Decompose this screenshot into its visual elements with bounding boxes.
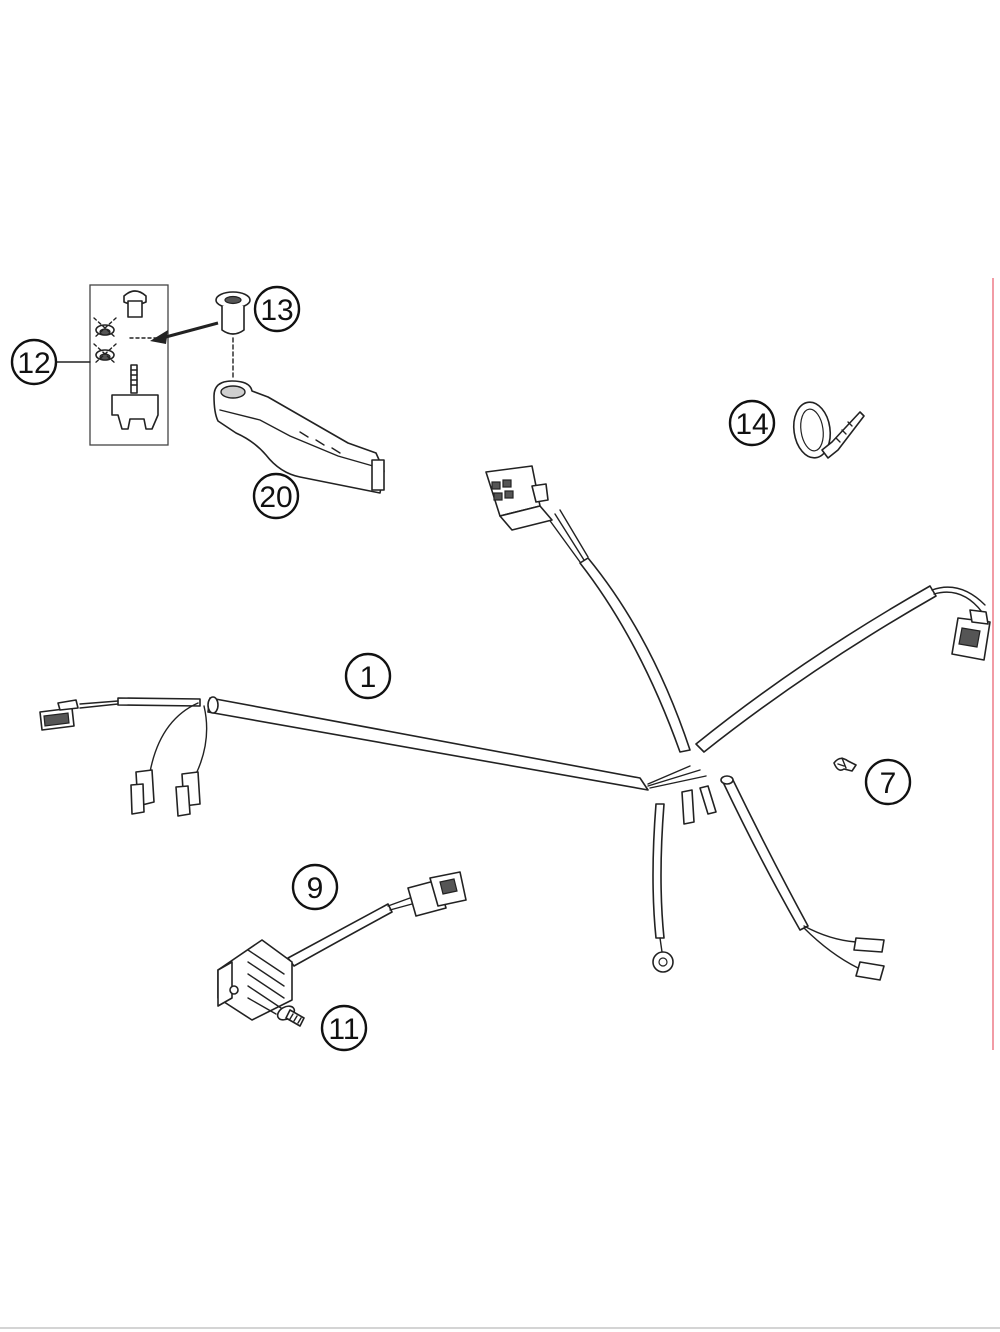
part-7-clip xyxy=(833,757,857,772)
svg-text:7: 7 xyxy=(880,767,897,800)
part-9-regulator xyxy=(217,871,467,1021)
svg-text:1: 1 xyxy=(360,661,377,694)
svg-text:9: 9 xyxy=(307,872,324,905)
part-14-cable-tie xyxy=(792,401,865,459)
callout-11[interactable]: 11 xyxy=(320,1004,368,1052)
callout-1[interactable]: 1 xyxy=(344,652,392,700)
svg-text:12: 12 xyxy=(17,347,50,380)
callout-14[interactable]: 14 xyxy=(728,399,776,447)
svg-text:20: 20 xyxy=(259,481,292,514)
callout-7[interactable]: 7 xyxy=(864,758,912,806)
part-12-fastener-kit xyxy=(89,284,169,446)
svg-text:14: 14 xyxy=(735,408,768,441)
callout-9[interactable]: 9 xyxy=(291,863,339,911)
part-20-bracket xyxy=(213,380,385,494)
svg-text:11: 11 xyxy=(328,1013,359,1046)
part-1-wiring-harness xyxy=(39,465,991,981)
callout-12[interactable]: 12 xyxy=(10,338,58,386)
part-13-grommet xyxy=(215,291,251,379)
direction-arrow xyxy=(150,321,219,344)
callout-13[interactable]: 13 xyxy=(253,285,301,333)
part-11-screw xyxy=(276,1005,305,1027)
callout-20[interactable]: 20 xyxy=(252,472,300,520)
svg-text:13: 13 xyxy=(260,294,293,327)
